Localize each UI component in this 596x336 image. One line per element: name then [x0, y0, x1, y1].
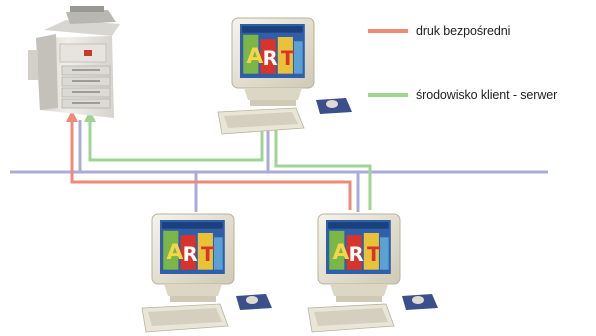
direct-print-arrowhead: [66, 110, 78, 122]
copier-printer-icon: [28, 6, 120, 118]
client-server-arrowhead: [84, 110, 96, 122]
server-computer-icon: [217, 17, 352, 135]
legend-client-server-label: środowisko klient - serwer: [416, 88, 558, 102]
client-computer-left-icon: [141, 213, 272, 333]
legend-direct-print-label: druk bezpośredni: [416, 24, 511, 38]
direct-print-path: [66, 110, 352, 210]
client-server-path: [84, 110, 372, 210]
client-computer-right-icon: [307, 213, 438, 333]
